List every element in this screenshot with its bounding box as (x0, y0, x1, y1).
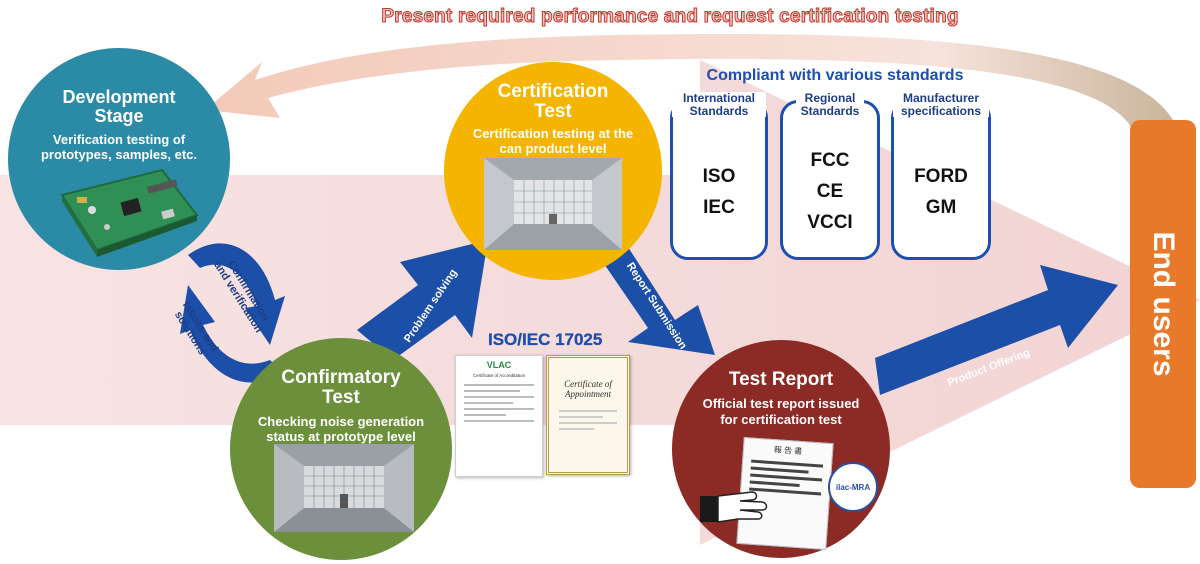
regional-values: FCC CE VCCI (783, 145, 877, 238)
product-offering-arrow (875, 265, 1118, 395)
ilac-mra-text: ilac-MRA (835, 482, 871, 492)
cert-logo-vlac: VLAC (486, 360, 512, 370)
standard-iso: ISO (702, 166, 736, 187)
international-header: International Standards (672, 92, 766, 118)
certificate-accreditation: VLAC Certificate of Accreditation (455, 355, 543, 477)
certification-title-line1: Certification (497, 81, 609, 102)
cycle-arrow-top (188, 243, 285, 345)
development-title-line1: Development (62, 87, 176, 107)
manufacturer-values: FORD GM (894, 161, 988, 223)
anechoic-chamber-photo-2 (484, 158, 622, 250)
standards-box-manufacturer: FORD GM (891, 100, 991, 260)
manufacturer-header: Manufacturer specifications (893, 92, 989, 118)
standards-heading: Compliant with various standards (706, 67, 964, 84)
pcb-board-image (60, 168, 199, 257)
confirmatory-title-line1: Confirmatory (281, 367, 401, 388)
standard-iec: IEC (703, 197, 735, 218)
iso-iec-17025-label: ISO/IEC 17025 (488, 330, 603, 349)
cert2-title: Certificate of Appointment (564, 379, 612, 399)
standard-ce: CE (816, 181, 844, 202)
development-title-line2: Stage (94, 105, 144, 126)
anechoic-chamber-photo-1 (274, 444, 414, 532)
ilac-mra-logo: ilac-MRA (828, 462, 878, 512)
cycle-arrow-bottom (180, 285, 282, 383)
standards-box-international: ISO IEC (670, 100, 768, 260)
confirmatory-desc: Checking noise generation status at prot… (257, 413, 425, 445)
standard-fcc: FCC (810, 150, 850, 171)
development-stage-circle: Development Stage Verification testing o… (8, 48, 230, 270)
banner-text: Present required performance and request… (381, 6, 959, 28)
standard-ford: FORD (914, 166, 968, 187)
hand-icon (700, 491, 768, 523)
standard-gm: GM (925, 197, 957, 218)
certification-desc: Certification testing at the can product… (472, 125, 634, 157)
cert1-title: Certificate of Accreditation (472, 373, 526, 378)
end-users-label: End users (1147, 231, 1180, 377)
confirmatory-title-line2: Test (322, 386, 360, 408)
standards-box-regional: FCC CE VCCI (780, 100, 880, 260)
report-doc-heading: 報 告 書 (773, 445, 803, 457)
international-values: ISO IEC (673, 161, 765, 223)
certification-title-line2: Test (534, 100, 572, 122)
certificate-appointment: Certificate of Appointment (546, 355, 630, 475)
end-users-bar: End users (1130, 120, 1196, 488)
report-desc: Official test report issued for certific… (702, 395, 860, 427)
report-title: Test Report (728, 369, 834, 390)
development-desc: Verification testing of prototypes, samp… (40, 131, 198, 163)
standard-vcci: VCCI (807, 212, 853, 233)
report-submission-arrow (600, 247, 715, 355)
regional-header: Regional Standards (796, 92, 864, 118)
feedback-curve-arrow (205, 33, 1180, 135)
problem-solving-arrow (357, 240, 488, 360)
